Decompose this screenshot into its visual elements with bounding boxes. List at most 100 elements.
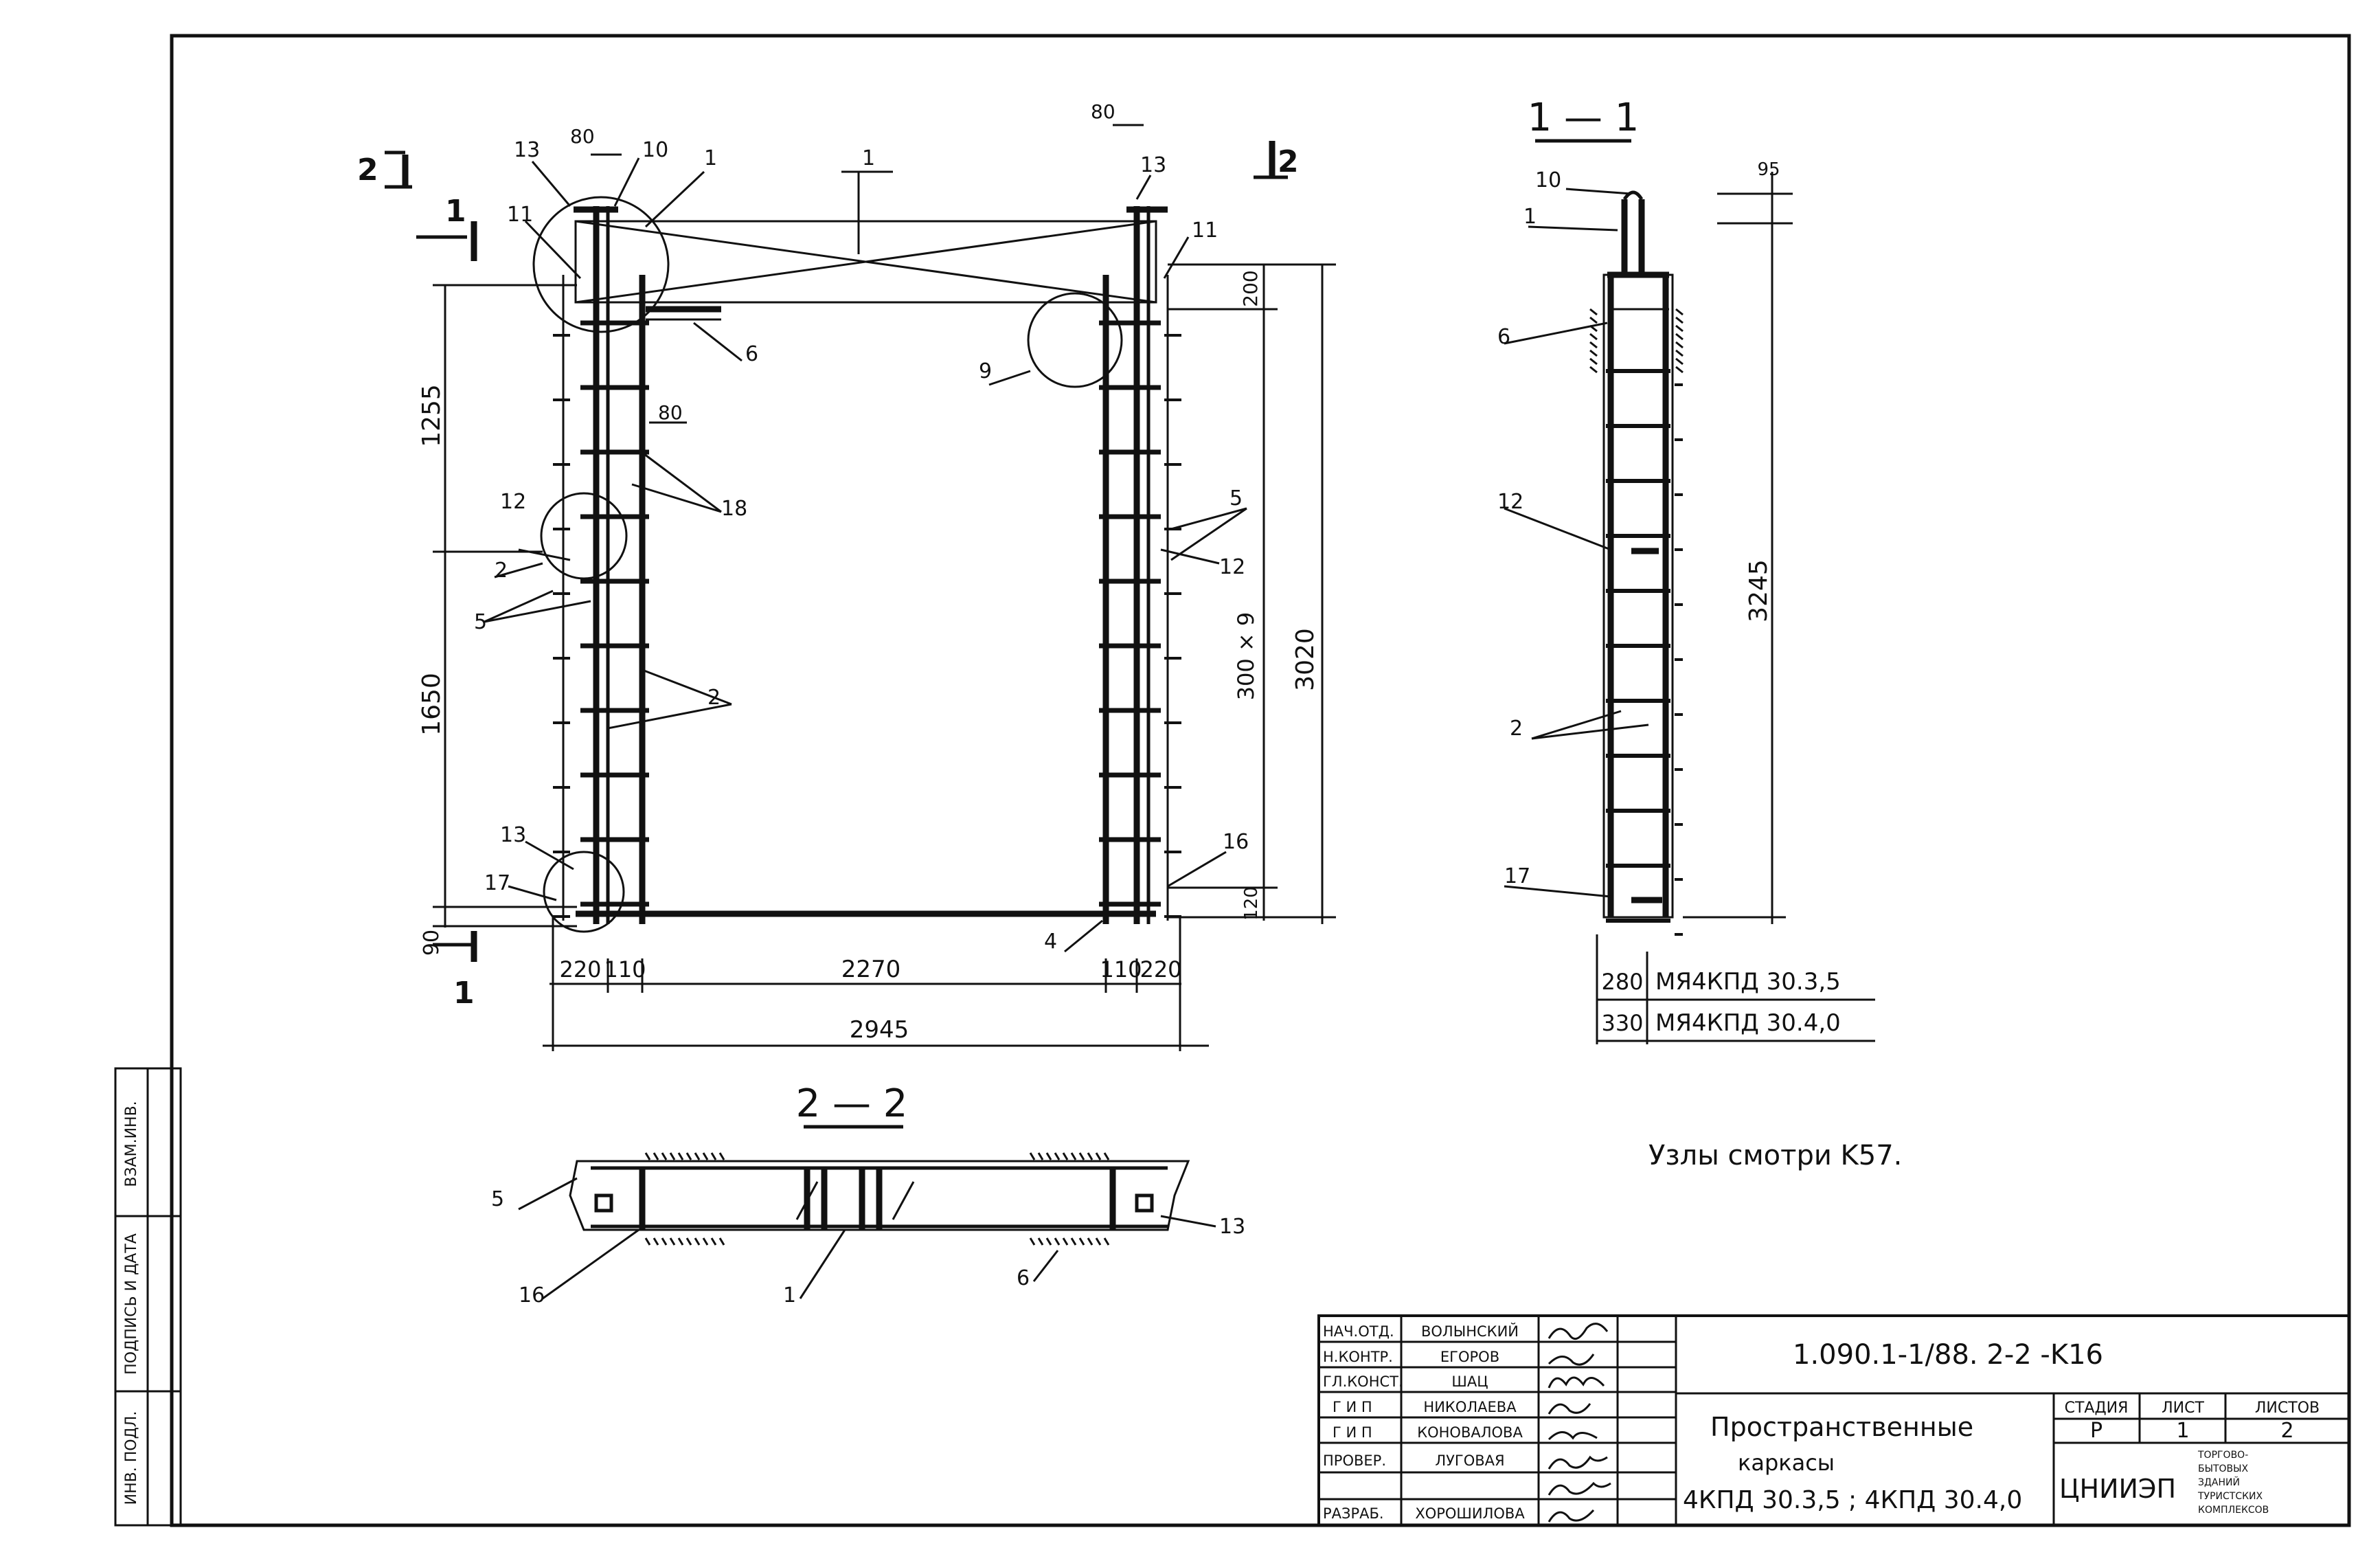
tb-role-3: ГЛ.КОНСТ.	[1323, 1373, 1403, 1390]
detail-circle-mid-left	[540, 492, 628, 580]
sec22-hatch-tick	[644, 1152, 651, 1160]
callout-2-mid: 2	[707, 686, 721, 710]
variant-1-dim: 280	[1601, 969, 1643, 995]
section-2-2-title: 2 — 2	[796, 1081, 908, 1126]
sec22-hatch-tick	[661, 1237, 668, 1246]
sec22-hatch-tick	[1062, 1237, 1069, 1246]
tb-org-desc-4: ТУРИСТСКИХ	[2197, 1491, 2263, 1502]
sec22-hatch-tick	[1078, 1152, 1085, 1160]
dim-110-left: 110	[604, 956, 646, 982]
sec22-hatch-tick	[1054, 1237, 1061, 1246]
callout-12-right: 12	[1219, 555, 1245, 579]
sec22-hatch-tick	[694, 1237, 701, 1246]
sec11-callout-10: 10	[1535, 168, 1561, 192]
tb-sheet-value: 1	[2176, 1419, 2189, 1443]
sec11-hatch	[1589, 341, 1598, 349]
sec11-callout-17: 17	[1504, 864, 1530, 888]
sec22-hatch-tick	[710, 1152, 717, 1160]
tb-org-desc-3: ЗДАНИЙ	[2198, 1476, 2240, 1488]
signature-scribbles	[1548, 1323, 1611, 1523]
dim-2945: 2945	[850, 1016, 909, 1044]
sec11-hatch	[1675, 333, 1684, 341]
tb-role-7: РАЗРАБ.	[1323, 1505, 1384, 1522]
section-cut-marks: 2 2 1 1	[357, 141, 1299, 1011]
sec22-hatch-tick	[1070, 1152, 1077, 1160]
sec22-hatch-tick	[685, 1152, 692, 1160]
note-see-nodes: Узлы смотри K57.	[1648, 1140, 1902, 1171]
tb-sheets-header: ЛИСТОВ	[2255, 1400, 2320, 1417]
sec11-hatch	[1675, 349, 1684, 357]
tb-name-1: ВОЛЫНСКИЙ	[1421, 1323, 1519, 1340]
sec11-callout-12: 12	[1497, 490, 1523, 514]
cut-mark-1-top: 1	[445, 194, 466, 229]
dim-80-right: 80	[1091, 100, 1115, 123]
callout-6: 6	[745, 342, 758, 366]
sec11-hatch	[1589, 357, 1598, 366]
variant-2-dim: 330	[1601, 1010, 1643, 1036]
dim-110-right: 110	[1100, 956, 1142, 982]
callout-12-left: 12	[500, 490, 526, 514]
dim-1650: 1650	[418, 673, 446, 736]
sec11-hatch	[1675, 316, 1684, 324]
tb-sheets-value: 2	[2280, 1419, 2293, 1443]
callout-18: 18	[721, 497, 747, 521]
tb-role-1: НАЧ.ОТД.	[1323, 1323, 1394, 1340]
tb-name-7: ХОРОШИЛОВА	[1415, 1505, 1525, 1522]
drawing-code: 1.090.1-1/88. 2-2 -K16	[1793, 1339, 2103, 1371]
sec22-hatch-tick	[677, 1237, 684, 1246]
sec22-hatch-tick	[1087, 1237, 1093, 1246]
tb-name-6: ЛУГОВАЯ	[1435, 1452, 1504, 1469]
sec22-callout-16: 16	[519, 1283, 545, 1307]
sec11-hatch	[1675, 357, 1684, 366]
detail-circle-bottom-left	[543, 851, 625, 933]
sec22-hatch-tick	[653, 1237, 659, 1246]
sec22-hatch-tick	[644, 1237, 651, 1246]
tb-org-desc-1: ТОРГОВО-	[2197, 1450, 2248, 1461]
drawing-title-1: Пространственные	[1710, 1412, 1973, 1442]
sec22-hatch-tick	[1095, 1237, 1102, 1246]
dim-80-left: 80	[570, 125, 595, 148]
tb-role-4: Г И П	[1333, 1399, 1372, 1415]
sec22-hatch-tick	[1103, 1152, 1110, 1160]
callout-16: 16	[1223, 830, 1249, 854]
dim-3020: 3020	[1291, 628, 1319, 691]
sec22-hatch-tick	[1095, 1152, 1102, 1160]
sec22-callout-1: 1	[783, 1283, 796, 1307]
callout-10: 10	[642, 138, 668, 162]
callout-5-right: 5	[1229, 486, 1243, 510]
cut-mark-2-left: 2	[357, 153, 378, 188]
tb-org: ЦНИИЭП	[2059, 1474, 2176, 1504]
left-column-cage	[562, 206, 646, 924]
left-dimensions: 1255 1650 90	[418, 284, 577, 956]
dim-220-right: 220	[1140, 956, 1181, 982]
callout-4: 4	[1044, 930, 1057, 954]
sec22-callout-6: 6	[1017, 1266, 1030, 1290]
right-column-cage	[1102, 206, 1169, 924]
bottom-dimensions: 220 110 2270 110 220 2945	[543, 917, 1209, 1051]
section-1-1: 1 — 1 95 3245 10 1 6 12 2 17	[1497, 96, 1875, 1044]
tb-stage-value: Р	[2090, 1419, 2103, 1443]
sec22-hatch-tick	[1087, 1152, 1093, 1160]
title-block: НАЧ.ОТД. ВОЛЫНСКИЙ Н.КОНТР. ЕГОРОВ ГЛ.КО…	[1317, 1314, 2350, 1527]
sec11-hatch	[1589, 349, 1598, 357]
top-beam	[574, 220, 1157, 304]
sec11-hatch	[1589, 366, 1598, 374]
sec22-hatch-tick	[718, 1152, 725, 1160]
sec11-dim-3245: 3245	[1745, 559, 1773, 622]
sec22-hatch-tick	[1062, 1152, 1069, 1160]
sec22-hatch-tick	[718, 1237, 725, 1246]
sec22-hatch-tick	[1029, 1237, 1036, 1246]
sec11-hatch	[1675, 324, 1684, 333]
sec11-callout-1: 1	[1523, 205, 1537, 229]
stamp-vzam-inv: ВЗАМ.ИНВ.	[123, 1101, 140, 1187]
sec22-hatch-tick	[1029, 1152, 1036, 1160]
sec11-hatch	[1589, 316, 1598, 324]
sec11-hatch	[1589, 333, 1598, 341]
section-2-2-hatch	[644, 1152, 1110, 1246]
sec11-callout-2: 2	[1510, 717, 1523, 741]
callout-1-beam: 1	[862, 146, 875, 170]
tb-role-6: ПРОВЕР.	[1323, 1452, 1386, 1469]
sec22-hatch-tick	[694, 1152, 701, 1160]
